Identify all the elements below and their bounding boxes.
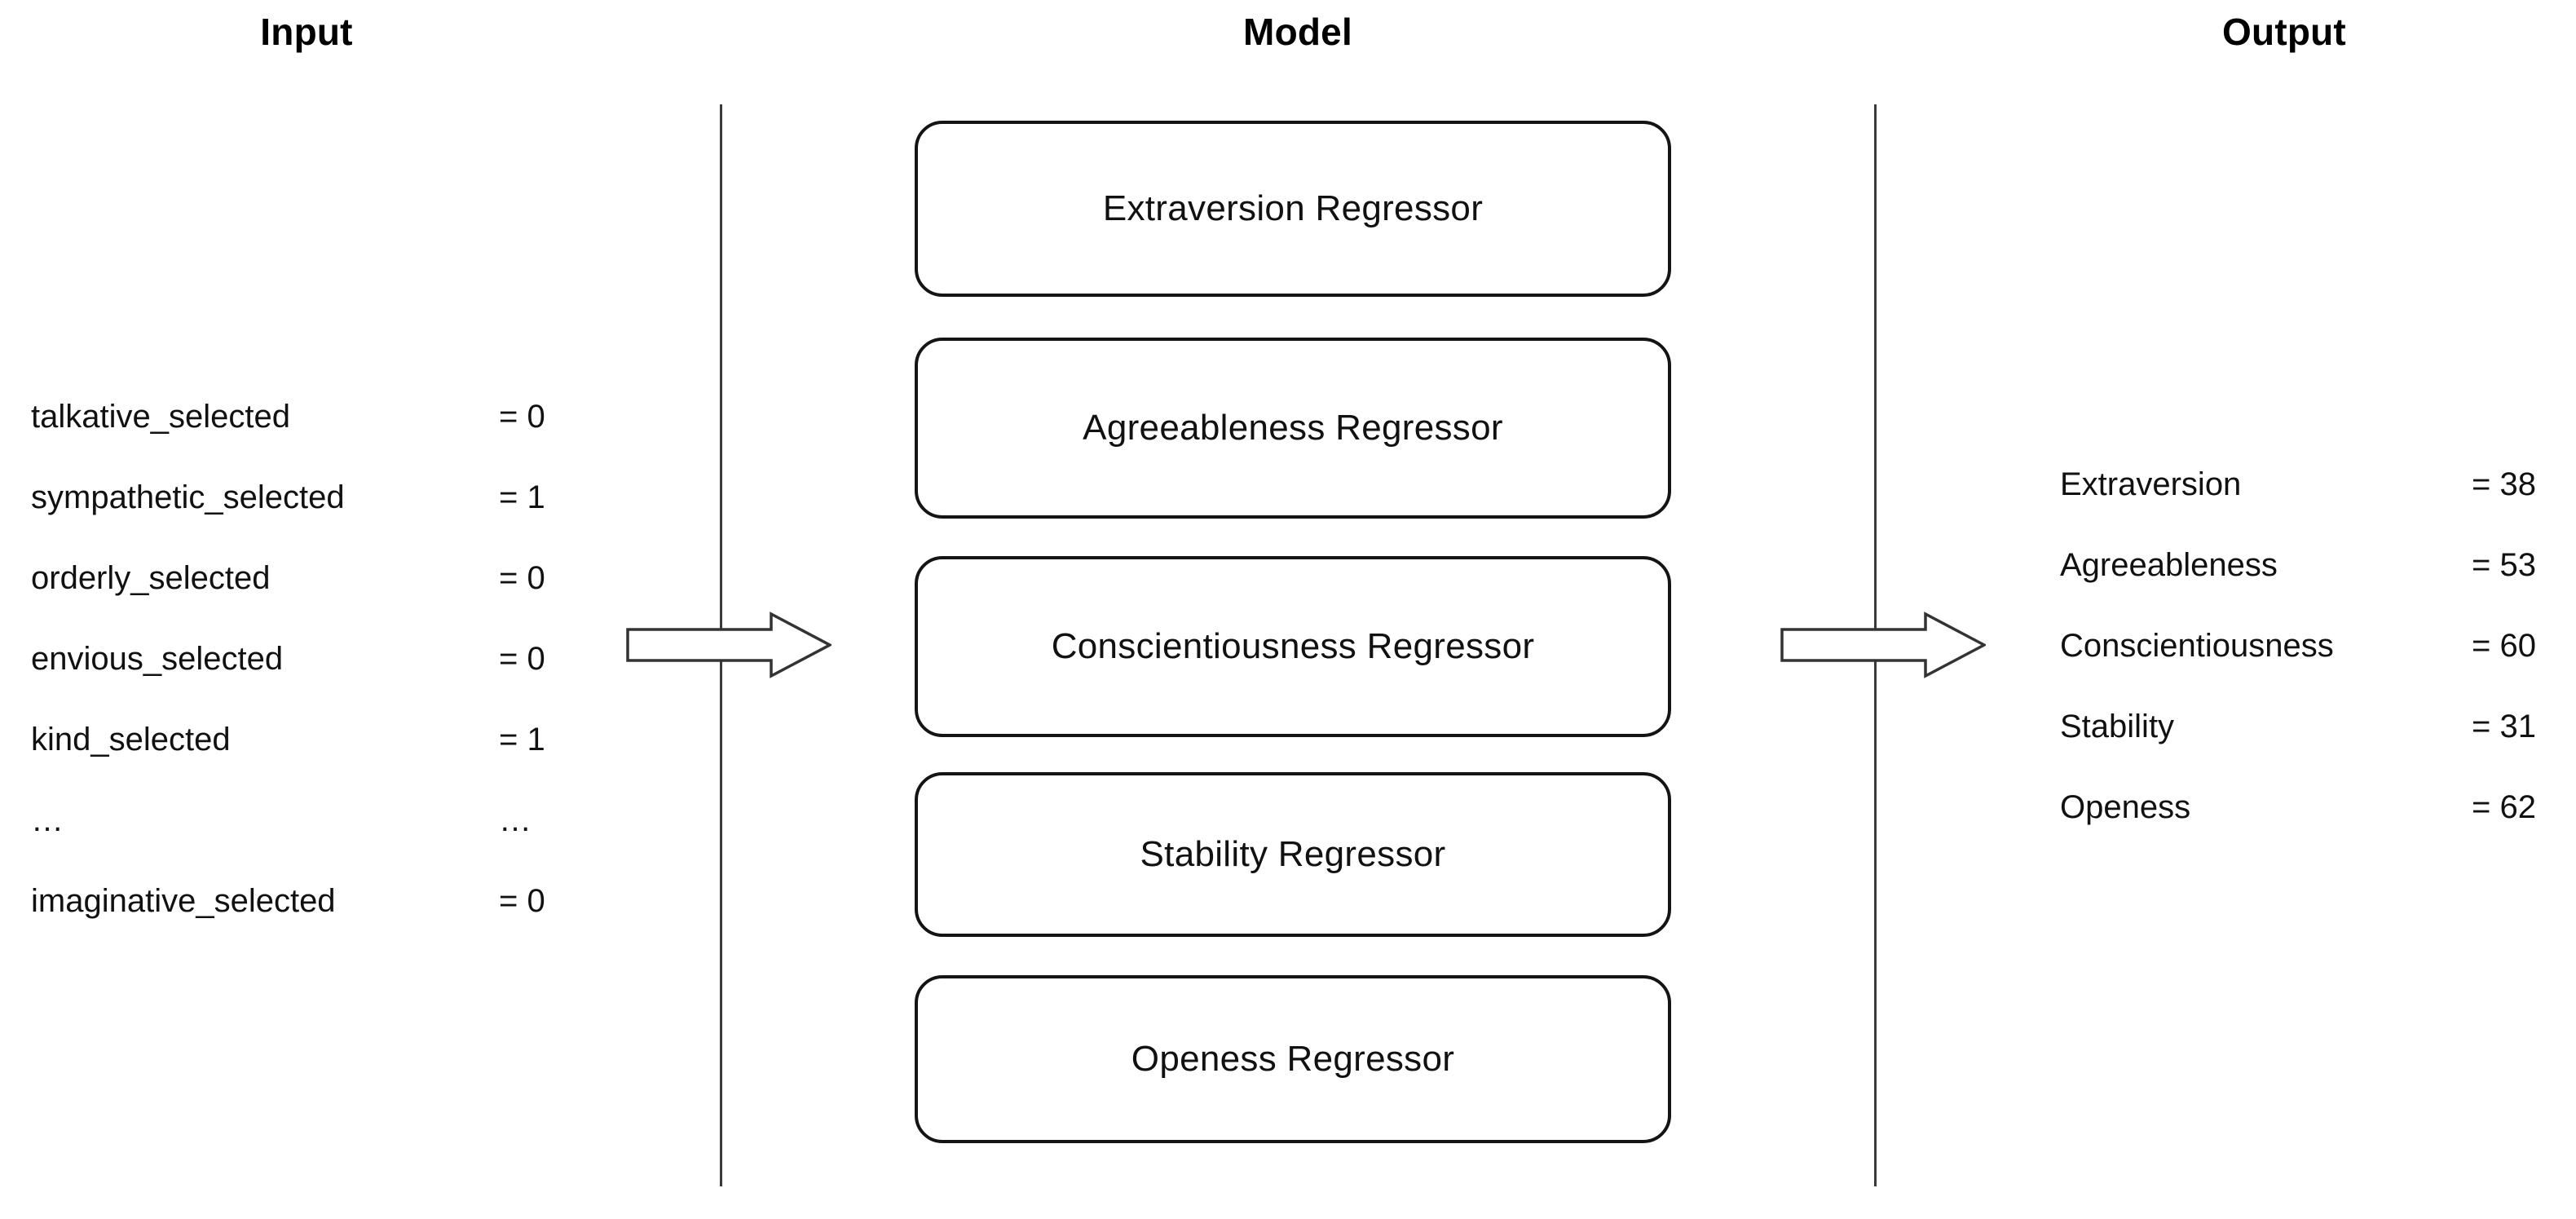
input-row: orderly_selected = 0 (31, 538, 667, 619)
arrow-model-to-output (1780, 612, 1987, 678)
model-box-stability[interactable]: Stability Regressor (915, 772, 1671, 937)
output-trait-name: Agreeableness (2060, 547, 2278, 583)
column-heading-input: Input (260, 11, 353, 53)
model-box-extraversion[interactable]: Extraversion Regressor (915, 121, 1671, 297)
model-box-label: Extraversion Regressor (1102, 188, 1484, 228)
arrow-input-to-model (626, 612, 833, 678)
output-row: Extraversion = 38 (2060, 444, 2576, 525)
output-trait-name: Extraversion (2060, 466, 2242, 502)
output-trait-name: Openess (2060, 789, 2191, 825)
output-row: Stability = 31 (2060, 687, 2576, 767)
input-feature-name: … (31, 802, 65, 838)
output-trait-value: = 38 (2472, 466, 2536, 502)
input-row: imaginative_selected = 0 (31, 861, 667, 942)
model-box-openess[interactable]: Openess Regressor (915, 975, 1671, 1143)
input-feature-value: = 1 (499, 722, 545, 757)
input-feature-name: orderly_selected (31, 560, 271, 596)
output-trait-name: Stability (2060, 709, 2175, 744)
input-feature-value: = 0 (499, 883, 545, 919)
model-box-label: Conscientiousness Regressor (1051, 626, 1535, 666)
input-row: talkative_selected = 0 (31, 377, 667, 457)
column-heading-output: Output (2222, 11, 2346, 53)
input-feature-value: = 0 (499, 641, 545, 677)
output-trait-list: Extraversion = 38 Agreeableness = 53 Con… (2060, 444, 2576, 848)
column-heading-model: Model (1243, 11, 1352, 53)
output-row: Openess = 62 (2060, 767, 2576, 848)
output-trait-value: = 31 (2472, 709, 2536, 744)
input-row: envious_selected = 0 (31, 619, 667, 700)
model-box-label: Stability Regressor (1140, 834, 1446, 874)
input-row-ellipsis: … … (31, 780, 667, 861)
input-row: kind_selected = 1 (31, 700, 667, 780)
output-row: Agreeableness = 53 (2060, 525, 2576, 606)
output-row: Conscientiousness = 60 (2060, 606, 2576, 687)
model-box-label: Agreeableness Regressor (1083, 408, 1503, 448)
output-trait-value: = 60 (2472, 628, 2536, 664)
input-feature-name: kind_selected (31, 722, 231, 757)
output-trait-value: = 53 (2472, 547, 2536, 583)
input-feature-value: = 0 (499, 399, 545, 435)
input-feature-name: sympathetic_selected (31, 479, 345, 515)
input-feature-list: talkative_selected = 0 sympathetic_selec… (31, 377, 667, 942)
input-feature-value: = 1 (499, 479, 545, 515)
input-feature-value: … (499, 802, 533, 838)
input-row: sympathetic_selected = 1 (31, 457, 667, 538)
output-trait-value: = 62 (2472, 789, 2536, 825)
model-box-label: Openess Regressor (1131, 1039, 1455, 1079)
input-feature-name: imaginative_selected (31, 883, 336, 919)
input-feature-name: talkative_selected (31, 399, 290, 435)
model-box-agreeableness[interactable]: Agreeableness Regressor (915, 338, 1671, 519)
input-feature-value: = 0 (499, 560, 545, 596)
output-trait-name: Conscientiousness (2060, 628, 2334, 664)
model-box-conscientiousness[interactable]: Conscientiousness Regressor (915, 556, 1671, 737)
input-feature-name: envious_selected (31, 641, 284, 677)
